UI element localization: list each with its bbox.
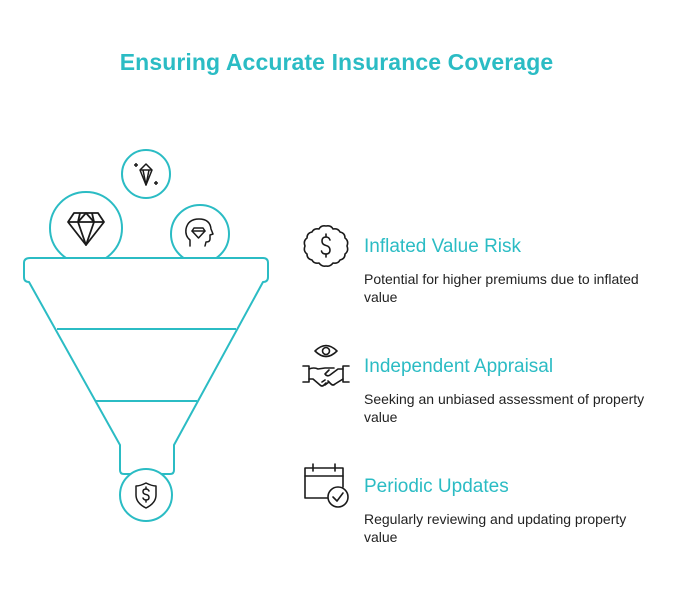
item-heading: Independent Appraisal xyxy=(364,356,554,377)
funnel-input-circle-top xyxy=(121,149,171,199)
item-description: Potential for higher premiums due to inf… xyxy=(364,271,639,305)
page-title: Ensuring Accurate Insurance Coverage xyxy=(119,49,554,75)
diamond-icon xyxy=(67,212,105,246)
item-description: Seeking an unbiased assessment of proper… xyxy=(364,391,645,425)
funnel-input-circle-left xyxy=(49,191,123,265)
head-diamond-icon xyxy=(185,218,214,247)
shield-dollar-icon xyxy=(135,482,157,509)
item-description: Regularly reviewing and updating propert… xyxy=(364,511,627,545)
funnel-body xyxy=(23,257,269,475)
funnel-input-circle-right xyxy=(170,204,230,264)
sparkle-diamond-icon xyxy=(134,163,158,186)
dollar-badge-icon xyxy=(303,225,349,267)
item-heading: Periodic Updates xyxy=(364,476,509,497)
calendar-check-icon xyxy=(304,463,349,508)
item-heading: Inflated Value Risk xyxy=(364,236,522,257)
eye-handshake-icon xyxy=(302,344,350,387)
